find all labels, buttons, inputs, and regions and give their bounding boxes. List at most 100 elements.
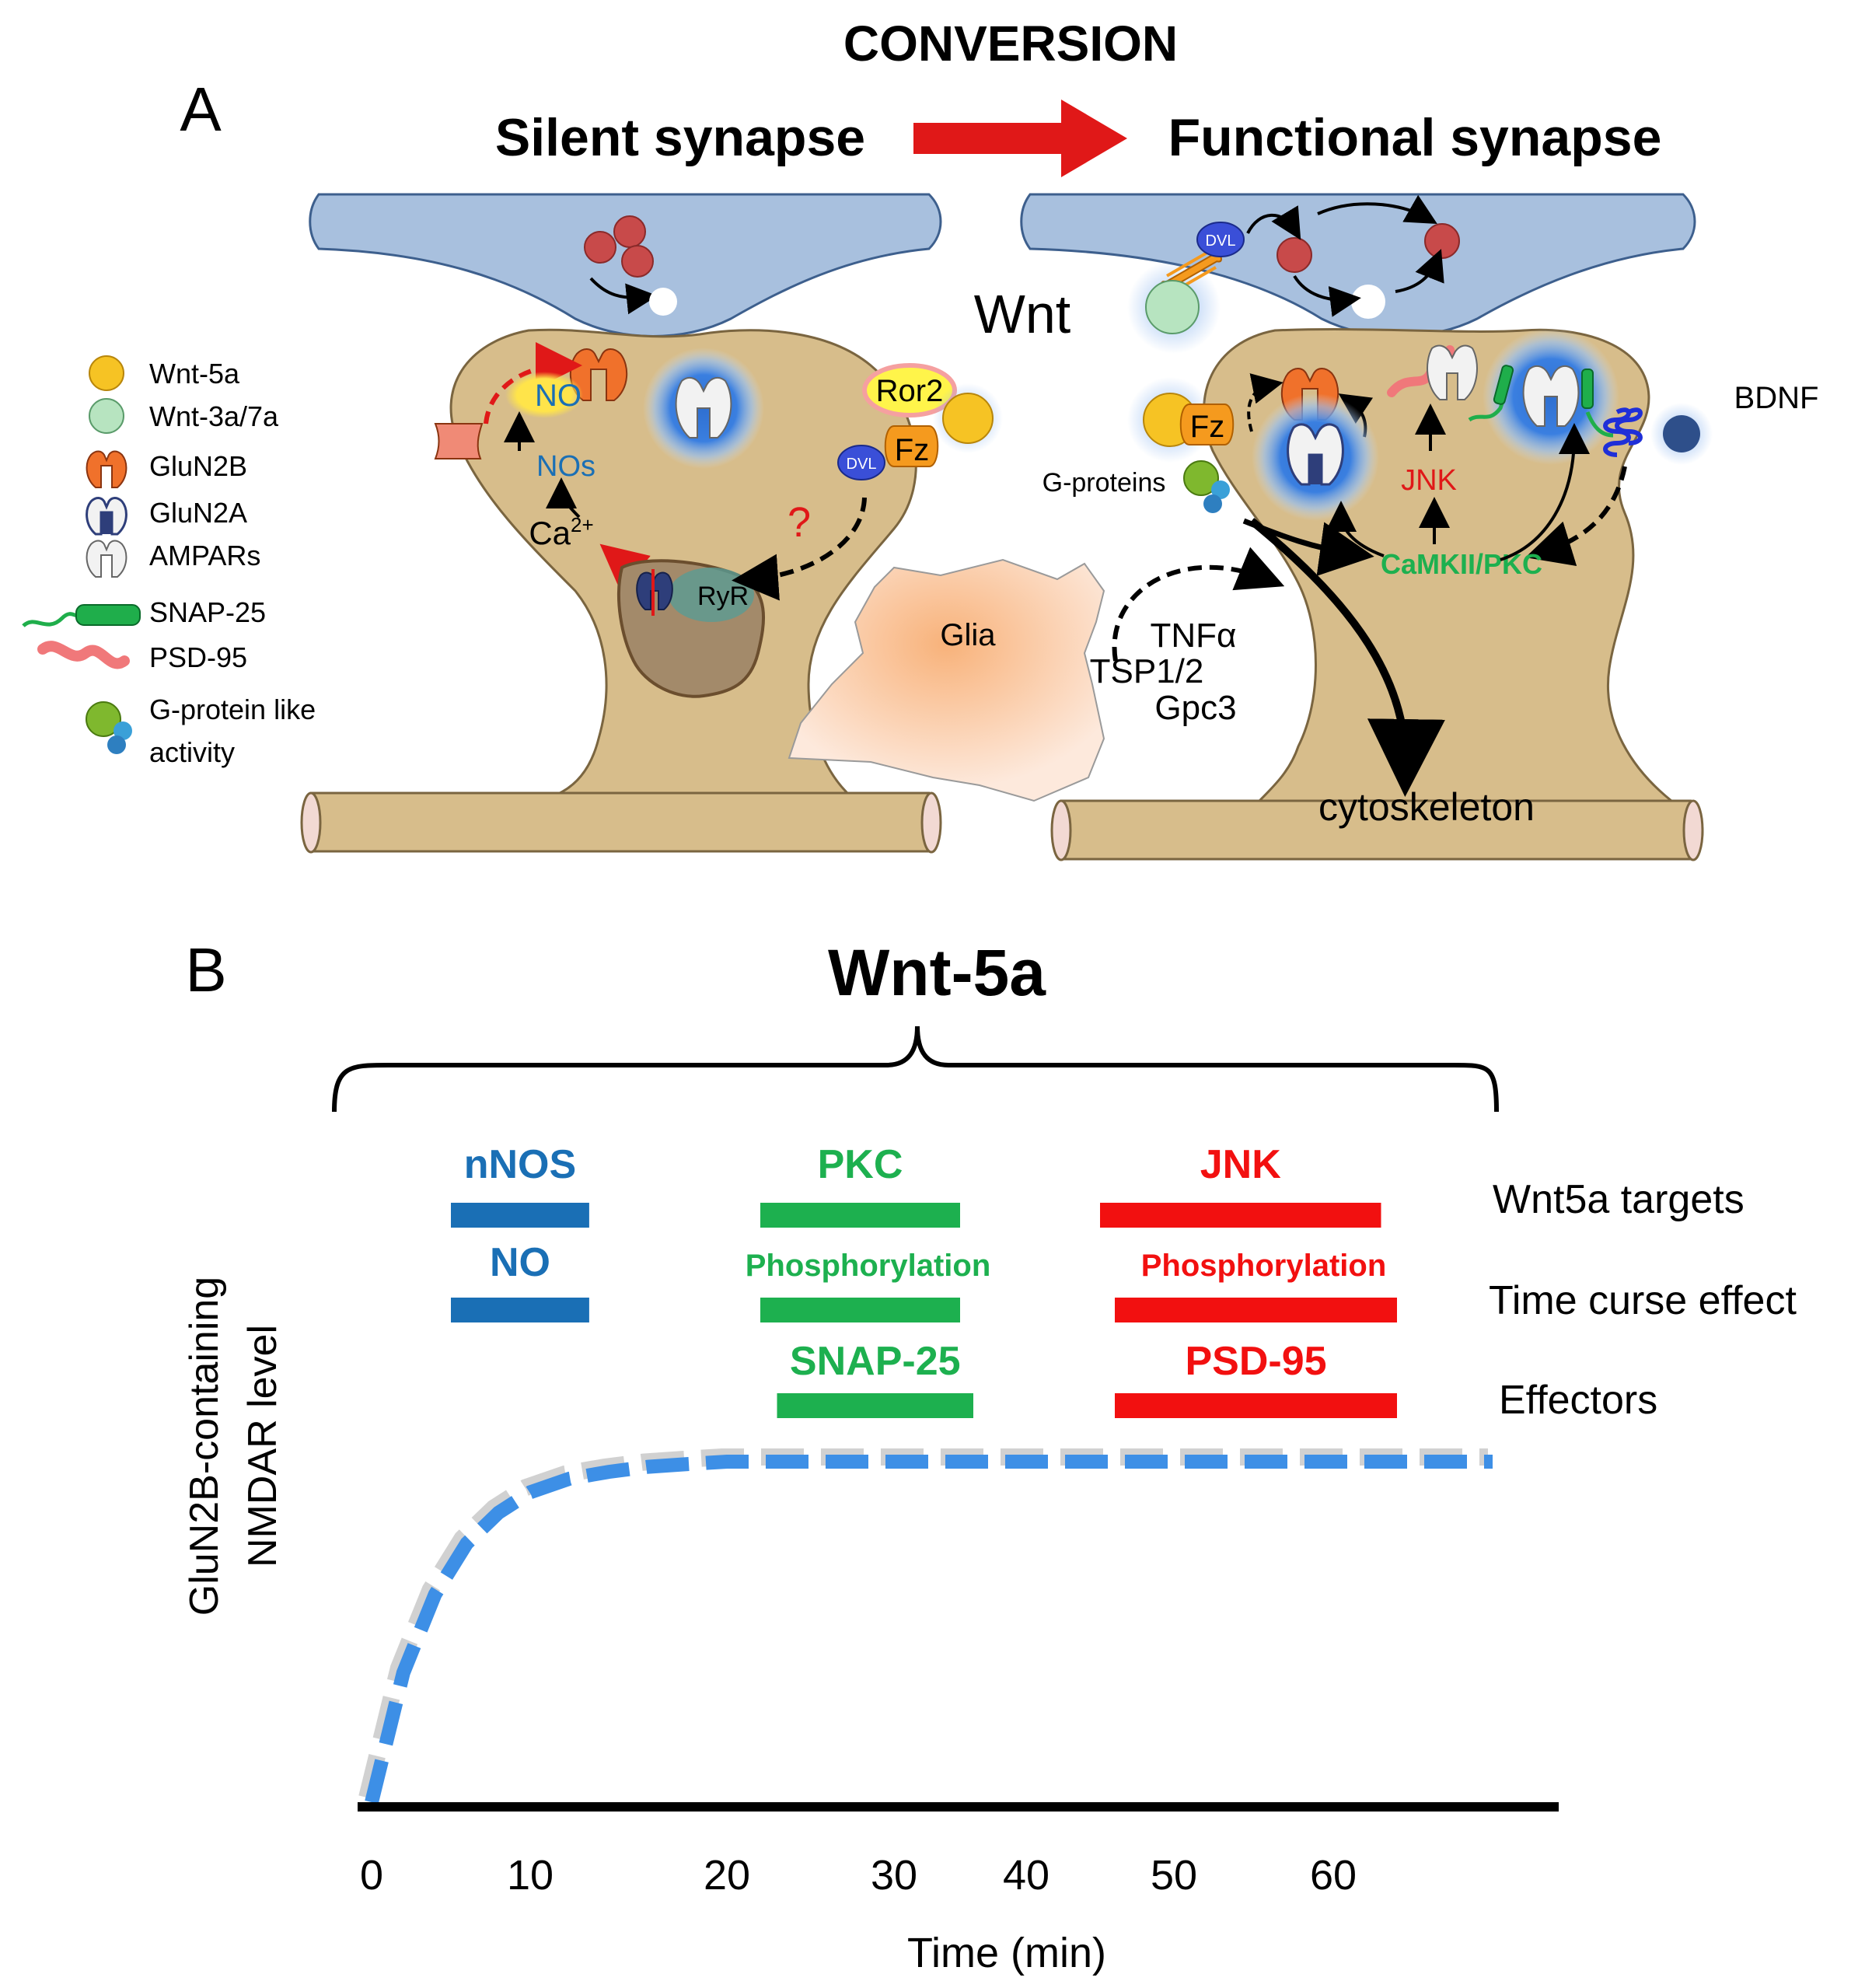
vesicle [621, 245, 654, 278]
timeline-bar [1100, 1203, 1381, 1228]
vesicle [1424, 223, 1460, 259]
glia-label: Glia [940, 618, 996, 652]
panel-b-label: B [185, 935, 226, 1004]
legend-label: GluN2B [149, 450, 247, 482]
conversion-title: CONVERSION [843, 16, 1178, 72]
signal-arrow [732, 497, 867, 601]
functional-synapse-title: Functional synapse [1168, 108, 1662, 167]
vesicle [584, 231, 616, 264]
psd95-icon [37, 641, 130, 669]
ca-label: Ca2+ [529, 513, 593, 551]
wnt-label: Wnt [974, 284, 1070, 344]
release-arrow [589, 277, 658, 315]
timeline-bar-label: nNOS [464, 1142, 576, 1187]
camkii-ampar-arrow [1500, 423, 1590, 561]
ampar-receptor [1427, 344, 1478, 400]
g-protein [1183, 460, 1219, 496]
insertion-arrow [1247, 373, 1283, 432]
panel-a-label: A [180, 75, 222, 144]
bdnf-ligand [1663, 415, 1700, 452]
x-tick-label: 20 [704, 1852, 750, 1899]
tsp-label: TSP1/2 [1090, 652, 1204, 690]
x-tick-label: 0 [360, 1852, 383, 1899]
g-proteins-label: G-proteins [1043, 468, 1166, 498]
x-tick-label: 60 [1310, 1852, 1357, 1899]
ampar-receptor [675, 376, 732, 438]
functional-dendrite-cap-left [1050, 799, 1072, 861]
timeline-bar [451, 1203, 589, 1228]
timeline-bar [1115, 1393, 1397, 1418]
silent-dendrite-cap-left [300, 791, 322, 854]
nos-label: NOs [536, 450, 595, 483]
gprotein-icon [86, 701, 132, 754]
x-axis-label: Time (min) [907, 1930, 1106, 1976]
legend-label: Wnt-5a [149, 358, 240, 390]
vesicle [1277, 237, 1312, 273]
timeline-bar [1115, 1298, 1397, 1322]
timeline-bar [760, 1298, 960, 1322]
cytoskeleton-arrow [1249, 518, 1445, 797]
timeline-bar-label: NO [490, 1240, 550, 1285]
timeline-bar-label: PKC [818, 1142, 903, 1187]
ca-arrow [546, 477, 581, 519]
row-label-targets: Wnt5a targets [1493, 1177, 1745, 1222]
wnt5a-ligand [942, 393, 994, 444]
functional-dendrite-cap-right [1682, 799, 1704, 861]
wnt3a-ligand [1145, 280, 1200, 334]
g-protein-subunit [1211, 480, 1230, 499]
timeline-bar [777, 1393, 973, 1418]
unknown-mark: ? [788, 499, 811, 546]
tnf-label: TNFα [1151, 617, 1237, 655]
silent-dendrite-cap-right [920, 791, 942, 854]
glun2a-icon [86, 497, 127, 536]
legend-label: SNAP-25 [149, 596, 266, 628]
x-axis-line [358, 1802, 1559, 1812]
fz-receptor [1179, 404, 1235, 445]
timeline-bar-label: JNK [1200, 1142, 1281, 1187]
snap25-protein [1468, 396, 1507, 422]
dvl-label: DVL [847, 456, 877, 473]
dvl-label: DVL [1206, 232, 1236, 250]
glia-cell [788, 558, 1105, 802]
x-tick-label: 50 [1151, 1852, 1197, 1899]
bdnf-arrow [1525, 466, 1627, 567]
g-protein-subunit [1203, 494, 1222, 513]
recycling-arrow [1317, 194, 1437, 224]
gpc-label: Gpc3 [1154, 689, 1236, 727]
recycling-arrow [1395, 249, 1444, 293]
timeline-bar-label: Phosphorylation [1141, 1249, 1387, 1283]
snap25-helix [1493, 365, 1514, 405]
fz-receptor [884, 425, 939, 467]
trkb-receptor [1603, 407, 1643, 457]
x-tick-label: 40 [1003, 1852, 1049, 1899]
snap25-helix [1581, 369, 1594, 409]
legend-label: G-protein like [149, 694, 316, 725]
glun2b-icon [86, 450, 127, 488]
cytoskeleton-label: cytoskeleton [1318, 785, 1535, 829]
glun2b-vesicle [434, 423, 484, 459]
y-axis-label-line2: NMDAR level [240, 1325, 285, 1567]
fusion-pore [1351, 285, 1385, 319]
timeline-bar-label: SNAP-25 [790, 1339, 961, 1384]
legend-label: Wnt-3a/7a [149, 400, 279, 432]
snap25-protein [1585, 411, 1614, 438]
row-label-timecourse: Time curse effect [1489, 1278, 1797, 1323]
legend: Wnt-5a Wnt-3a/7a GluN2B GluN2A AMPARs SN… [22, 355, 316, 768]
legend-label: GluN2A [149, 497, 247, 529]
recycling-arrow [1246, 205, 1301, 240]
row-label-effectors: Effectors [1499, 1378, 1657, 1423]
fz-label: Fz [1190, 410, 1224, 444]
timeline-bar [451, 1298, 589, 1322]
legend-label: PSD-95 [149, 641, 247, 673]
brace [332, 1025, 1499, 1113]
jnk-label: JNK [1401, 464, 1457, 497]
y-axis-label-line1: GluN2B-containing [182, 1277, 227, 1616]
ryr-label: RyR [697, 582, 749, 611]
no-label: NO [535, 379, 582, 413]
curve-shadow [358, 1448, 1488, 1800]
ampar-icon [86, 540, 127, 578]
dvl-protein [1196, 222, 1245, 257]
bdnf-label: BDNF [1734, 381, 1819, 415]
